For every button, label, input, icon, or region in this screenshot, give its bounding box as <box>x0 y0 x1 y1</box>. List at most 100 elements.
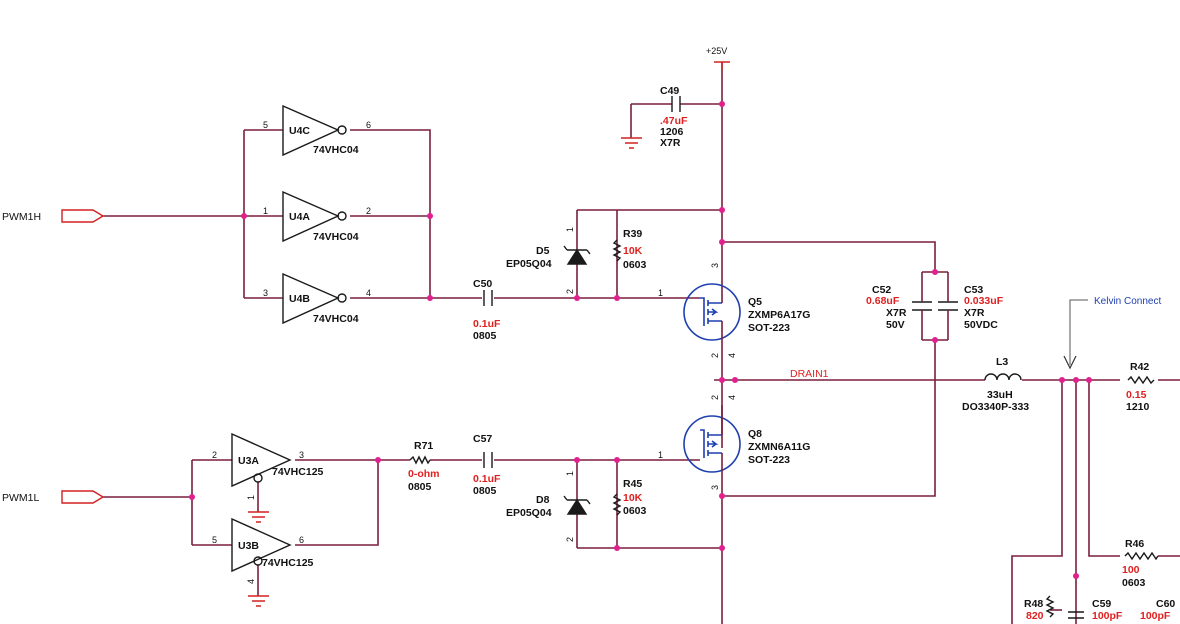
q5-pin3: 3 <box>710 263 720 268</box>
capacitor-c49: C49 .47uF 1206 X7R <box>660 85 688 149</box>
c57-value: 0.1uF <box>473 473 501 485</box>
c50-package: 0805 <box>473 330 497 342</box>
c49-package: 1206 <box>660 126 684 138</box>
u3b-pin-en: 4 <box>246 579 256 584</box>
u4b-pin-out: 4 <box>366 288 371 298</box>
u3a-pin-en: 1 <box>246 495 256 500</box>
resistor-r39: R39 10K 0603 <box>612 228 647 271</box>
d5-pin2: 2 <box>565 289 575 294</box>
port-pwm1l: PWM1L <box>2 490 105 504</box>
r45-ref: R45 <box>623 478 642 490</box>
q8-pin1: 1 <box>658 450 663 460</box>
r39-package: 0603 <box>623 259 647 271</box>
r71-package: 0805 <box>408 481 432 493</box>
port-pwm1h-label: PWM1H <box>2 211 41 223</box>
c50-value: 0.1uF <box>473 318 501 330</box>
r48-ref: R48 <box>1024 598 1043 610</box>
u4c-pin-in: 5 <box>263 120 268 130</box>
c60-value: 100pF <box>1140 610 1171 622</box>
u4c-pin-out: 6 <box>366 120 371 130</box>
q8-package: SOT-223 <box>748 454 790 466</box>
r46-value: 100 <box>1122 564 1140 576</box>
r42-value: 0.15 <box>1126 389 1147 401</box>
c57-package: 0805 <box>473 485 497 497</box>
u3b-ref: U3B <box>238 540 259 552</box>
u3a-pin-out: 3 <box>299 450 304 460</box>
q8-pin2: 2 <box>710 395 720 400</box>
r45-value: 10K <box>623 492 643 504</box>
c52-dielectric: X7R <box>886 307 907 319</box>
d5-pin1: 1 <box>565 227 575 232</box>
d5-part: EP05Q04 <box>506 258 552 270</box>
supply-label: +25V <box>706 46 727 56</box>
inverter-u4c: U4C 74VHC04 5 6 <box>263 104 371 157</box>
r42-ref: R42 <box>1130 361 1149 373</box>
c53-dielectric: X7R <box>964 307 985 319</box>
q8-part: ZXMN6A11G <box>748 441 810 453</box>
diode-d8: D8 EP05Q04 1 2 <box>506 471 591 542</box>
resistor-r46: R46 100 0603 <box>1122 538 1159 589</box>
u4b-pin-in: 3 <box>263 288 268 298</box>
c57-ref: C57 <box>473 433 492 445</box>
capacitor-c60: C60 100pF <box>1140 598 1175 622</box>
u3a-part: 74VHC125 <box>272 466 324 478</box>
inductor-l3: L3 33uH DO3340P-333 <box>962 356 1029 413</box>
r71-value: 0-ohm <box>408 468 440 480</box>
r71-ref: R71 <box>414 440 433 452</box>
u4a-pin-in: 1 <box>263 206 268 216</box>
r48-value: 820 <box>1026 610 1044 622</box>
u3b-part: 74VHC125 <box>262 557 314 569</box>
q5-ref: Q5 <box>748 296 762 308</box>
buffer-u3b: U3B 74VHC125 5 6 4 <box>212 517 314 584</box>
r39-value: 10K <box>623 245 643 257</box>
capacitor-c53: C53 0.033uF X7R 50VDC <box>938 284 1004 331</box>
resistor-r48: R48 820 <box>1024 595 1055 622</box>
l3-part: DO3340P-333 <box>962 401 1029 413</box>
u3b-pin-out: 6 <box>299 535 304 545</box>
c53-ref: C53 <box>964 284 983 296</box>
junctions <box>189 101 1092 579</box>
diode-d5: D5 EP05Q04 1 2 <box>506 227 591 294</box>
c49-ref: C49 <box>660 85 679 97</box>
resistor-r71: R71 0-ohm 0805 <box>408 440 440 493</box>
inverter-u4a: U4A 74VHC04 1 2 <box>263 190 371 243</box>
l3-ref: L3 <box>996 356 1008 368</box>
u4a-ref: U4A <box>289 211 310 223</box>
u4a-pin-out: 2 <box>366 206 371 216</box>
u3a-ref: U3A <box>238 455 259 467</box>
r39-ref: R39 <box>623 228 642 240</box>
port-pwm1l-label: PWM1L <box>2 492 40 504</box>
c60-ref: C60 <box>1156 598 1175 610</box>
d8-pin2: 2 <box>565 537 575 542</box>
resistor-r42: R42 0.15 1210 <box>1126 361 1155 413</box>
c53-voltage: 50VDC <box>964 319 998 331</box>
u4b-ref: U4B <box>289 293 310 305</box>
d8-ref: D8 <box>536 494 550 506</box>
c50-ref: C50 <box>473 278 492 290</box>
r46-ref: R46 <box>1125 538 1144 550</box>
q5-package: SOT-223 <box>748 322 790 334</box>
c52-voltage: 50V <box>886 319 905 331</box>
q5-part: ZXMP6A17G <box>748 309 810 321</box>
d8-part: EP05Q04 <box>506 507 552 519</box>
q8-pin4: 4 <box>727 395 737 400</box>
wires <box>103 62 1180 624</box>
r42-package: 1210 <box>1126 401 1150 413</box>
mosfet-q5: Q5 ZXMP6A17G SOT-223 1 3 2 4 <box>658 263 810 358</box>
c59-ref: C59 <box>1092 598 1111 610</box>
c59-value: 100pF <box>1092 610 1123 622</box>
u4b-part: 74VHC04 <box>313 313 359 325</box>
inverter-u4b: U4B 74VHC04 3 4 <box>263 272 371 325</box>
capacitor-c57: C57 0.1uF 0805 <box>473 433 501 497</box>
u4c-ref: U4C <box>289 125 310 137</box>
supply-25v: +25V <box>706 46 730 70</box>
r45-package: 0603 <box>623 505 647 517</box>
u4c-part: 74VHC04 <box>313 144 359 156</box>
capacitor-c50: C50 0.1uF 0805 <box>473 278 501 342</box>
d5-ref: D5 <box>536 245 550 257</box>
q5-pin1: 1 <box>658 288 663 298</box>
c52-value: 0.68uF <box>866 295 900 307</box>
capacitor-c52: C52 0.68uF X7R 50V <box>866 284 932 331</box>
